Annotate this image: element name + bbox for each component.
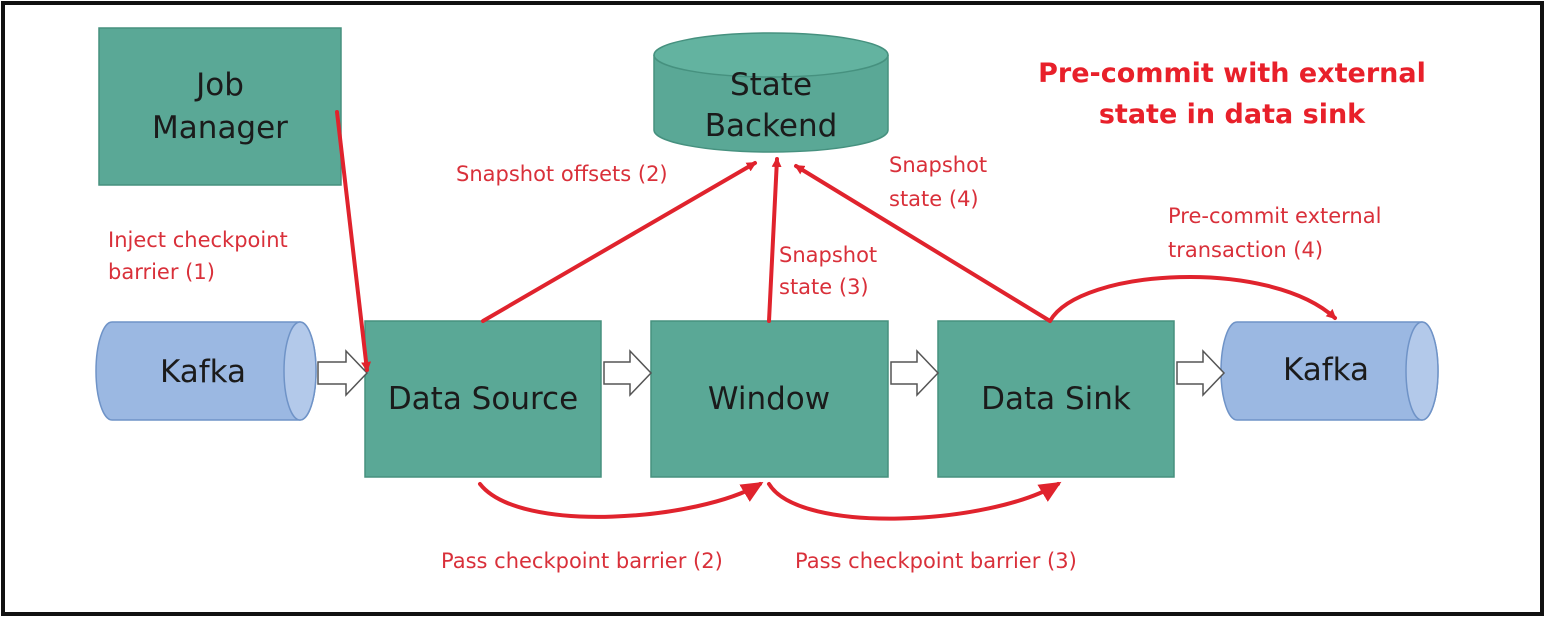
arrow-precommit-transaction: [1048, 274, 1337, 323]
arrow-snapshot-state-4: [794, 164, 1052, 323]
diagram-title-line2: state in data sink: [1099, 99, 1366, 130]
label-precommit-line1: Pre-commit external: [1168, 204, 1381, 228]
label-snapshot-state4-line1: Snapshot: [889, 153, 987, 177]
kafka-output-label: Kafka: [1283, 352, 1369, 388]
arrow-pass-barrier-3: [767, 481, 1062, 521]
job-manager-label-line2: Manager: [152, 110, 288, 146]
state-backend-label-line2: Backend: [705, 108, 838, 144]
kafka-output-node: Kafka: [1220, 321, 1439, 421]
kafka-input-label: Kafka: [160, 354, 246, 390]
state-backend-label-line1: State: [730, 67, 812, 103]
window-label: Window: [708, 381, 830, 417]
arrow-snapshot-state-3: [767, 157, 782, 323]
label-precommit-line2: transaction (4): [1168, 238, 1323, 262]
window-node: Window: [650, 320, 889, 478]
data-sink-node: Data Sink: [937, 320, 1175, 478]
flow-arrow-source-to-window: [603, 349, 653, 397]
label-snapshot-state3-line2: state (3): [779, 275, 869, 299]
arrow-inject-barrier: [335, 110, 372, 372]
kafka-input-node: Kafka: [95, 321, 317, 421]
label-pass-barrier-2: Pass checkpoint barrier (2): [441, 549, 723, 573]
label-snapshot-offsets: Snapshot offsets (2): [456, 162, 668, 186]
label-snapshot-state3-line1: Snapshot: [779, 243, 877, 267]
data-sink-label: Data Sink: [981, 381, 1131, 417]
data-source-label: Data Source: [388, 381, 578, 417]
label-inject-line1: Inject checkpoint: [108, 228, 288, 252]
label-inject-line2: barrier (1): [108, 260, 215, 284]
arrow-pass-barrier-2: [478, 481, 764, 519]
flow-arrow-sink-to-kafka: [1176, 349, 1226, 397]
label-snapshot-state4-line2: state (4): [889, 187, 979, 211]
data-source-node: Data Source: [364, 320, 602, 478]
arrow-snapshot-offsets: [481, 161, 757, 323]
state-backend-node: State Backend: [653, 32, 889, 153]
flow-arrow-kafka-to-source: [317, 349, 369, 397]
job-manager-node: Job Manager: [98, 27, 342, 186]
job-manager-label-line1: Job: [194, 67, 244, 103]
label-pass-barrier-3: Pass checkpoint barrier (3): [795, 549, 1077, 573]
diagram-title-line1: Pre-commit with external: [1038, 58, 1426, 89]
flow-arrow-window-to-sink: [890, 349, 940, 397]
